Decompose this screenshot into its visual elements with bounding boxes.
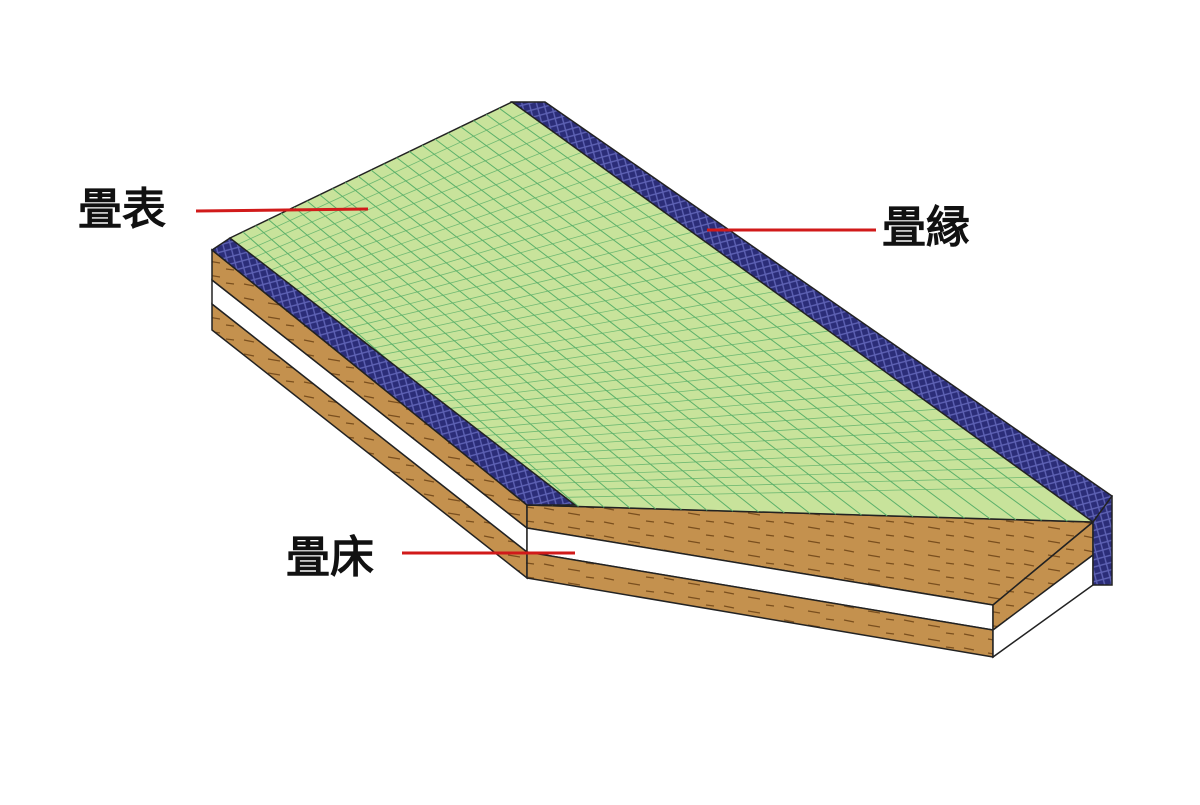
grid-line-cross	[393, 318, 832, 386]
grid-line-cross	[452, 397, 948, 439]
grid-line-long	[409, 151, 888, 517]
grid-line-cross	[281, 170, 614, 286]
grid-line-cross	[385, 308, 818, 379]
label-tatami-beri: 畳縁	[882, 202, 970, 253]
grid-line-long	[268, 219, 605, 508]
grid-line-long	[345, 181, 759, 513]
grid-line-cross	[244, 121, 542, 252]
grid-line-cross	[408, 338, 861, 399]
grid-line-long	[460, 126, 991, 520]
grid-line-long	[319, 194, 708, 511]
grid-line-long	[255, 225, 579, 507]
grid-line-cross	[318, 219, 687, 319]
grid-line-cross	[348, 259, 745, 346]
grid-line-long	[280, 212, 631, 509]
grid-line-cross	[489, 446, 1021, 473]
grid-line-long	[370, 169, 811, 514]
grid-line-cross	[430, 367, 905, 419]
grid-line-cross	[519, 485, 1079, 499]
grid-line-cross	[371, 288, 789, 366]
grid-line-cross	[482, 436, 1006, 466]
grid-line-cross	[311, 209, 672, 312]
left-border-cloth	[210, 237, 578, 506]
grid-line-long	[332, 188, 734, 512]
grid-line-long	[357, 175, 785, 514]
label-tatami-omote: 畳表	[78, 184, 166, 235]
grid-line-cross	[252, 131, 556, 259]
grid-line-cross	[296, 190, 643, 299]
grid-line-cross	[363, 278, 774, 359]
grid-line-cross	[423, 357, 890, 412]
grid-line-long	[447, 132, 965, 519]
grid-line-cross	[400, 328, 847, 392]
grid-line-cross	[259, 141, 571, 266]
grid-line-cross	[497, 456, 1035, 479]
grid-line-cross	[333, 239, 716, 332]
grid-line-cross	[289, 180, 629, 292]
grid-line-cross	[504, 466, 1050, 486]
grid-line-long	[383, 163, 837, 515]
grid-line-cross	[356, 269, 760, 352]
grid-line-cross	[237, 111, 527, 246]
grid-line-cross	[341, 249, 730, 339]
grid-line-cross	[326, 229, 701, 326]
grid-line-long	[396, 157, 862, 516]
surface-grid	[237, 107, 1079, 522]
grid-line-cross	[378, 298, 803, 372]
grid-line-cross	[266, 150, 585, 272]
grid-line-cross	[467, 416, 977, 452]
grid-line-long	[498, 107, 1068, 522]
grid-line-long	[421, 144, 914, 517]
grid-line-cross	[512, 475, 1064, 493]
grid-line-cross	[445, 387, 934, 432]
grid-line-long	[306, 200, 682, 511]
right-border-cloth	[509, 101, 1114, 524]
leader-line-omote	[195, 207, 369, 213]
grid-line-cross	[415, 347, 876, 406]
grid-line-cross	[437, 377, 919, 426]
grid-line-cross	[304, 200, 658, 306]
grid-line-cross	[274, 160, 600, 279]
label-tatami-doko: 畳床	[286, 532, 374, 583]
grid-line-cross	[475, 426, 992, 459]
grid-line-cross	[460, 406, 963, 446]
